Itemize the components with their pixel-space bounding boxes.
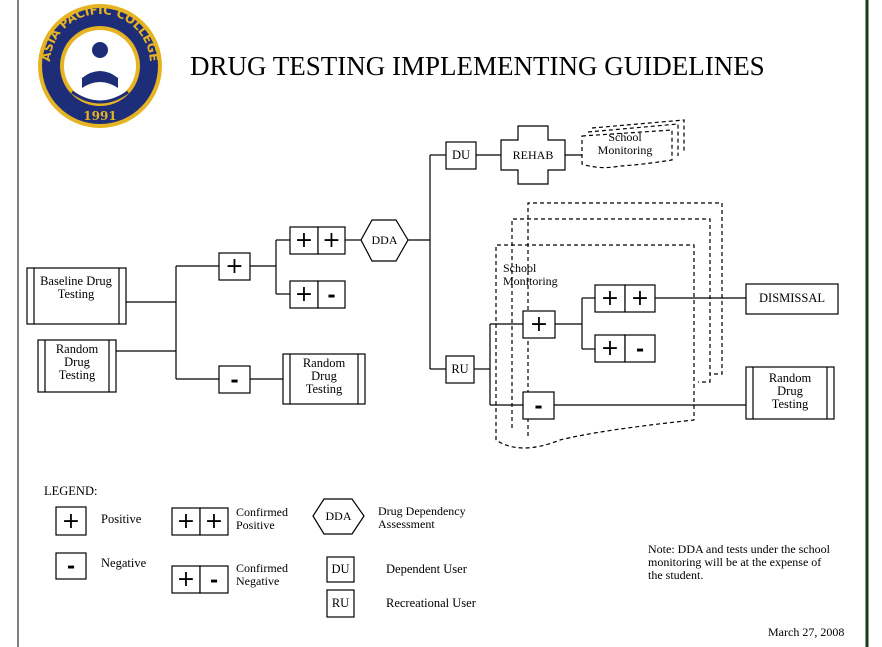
confirmed-negative-plus-sign: +: [294, 282, 314, 307]
legend-du-box-label: DU: [331, 562, 350, 576]
college-seal: ASIA PACIFIC COLLEGE 1991: [38, 3, 162, 128]
monitoring-frames: [495, 119, 723, 449]
ru-confirmed-negative-plus-sign: +: [600, 336, 620, 361]
legend-negative-label: Negative: [101, 556, 147, 570]
legend-positive-label: Positive: [101, 512, 142, 526]
dismissal-label: DISMISSAL: [759, 291, 825, 305]
school-monitoring-top-label: School Monitoring: [597, 130, 653, 157]
ru-label: RU: [451, 362, 469, 376]
legend-positive-sign: +: [61, 508, 81, 534]
legend-dda-hexagon: [312, 498, 365, 535]
ru-confirmed-negative-minus-sign: -: [635, 336, 645, 361]
legend-dda-box-label: DDA: [325, 509, 352, 523]
du-label: DU: [451, 148, 471, 162]
random-drug-testing-start-label: Random Drug Testing: [55, 342, 99, 382]
ru-confirmed-positive-sign-1: +: [600, 286, 620, 311]
legend-du-label: Dependent User: [386, 562, 467, 576]
dda-hexagon: [360, 219, 409, 262]
process-boxes: [26, 141, 839, 618]
ru-positive-sign: +: [529, 312, 549, 337]
legend-confirmed-negative-plus-sign: +: [176, 567, 196, 592]
school-monitoring-label: School Monitoring: [503, 261, 558, 288]
page-title: DRUG TESTING IMPLEMENTING GUIDELINES: [190, 51, 765, 81]
svg-text:1991: 1991: [83, 109, 116, 123]
baseline-drug-testing-label: Baseline Drug Testing: [40, 274, 112, 301]
expense-note: Note: DDA and tests under the school mon…: [648, 542, 830, 582]
legend-ru-label: Recreational User: [386, 596, 476, 610]
random-drug-testing-negative-label: Random Drug Testing: [302, 356, 346, 396]
legend-dda-label: Drug Dependency Assessment: [378, 504, 466, 531]
confirmed-negative-minus-sign: -: [327, 282, 336, 307]
legend-ru-box-label: RU: [331, 596, 350, 610]
legend-heading: LEGEND:: [44, 484, 98, 498]
rehab-label: REHAB: [512, 148, 554, 162]
positive-sign: +: [225, 254, 244, 279]
random-drug-testing-final-label: Random Drug Testing: [768, 371, 812, 411]
dda-label: DDA: [371, 233, 398, 247]
rehab-cross: [500, 125, 566, 185]
sign-boxes: [55, 226, 656, 594]
legend-negative-sign: -: [66, 554, 76, 578]
legend-confirmed-positive-label: Confirmed Positive: [236, 505, 288, 532]
confirmed-positive-sign-2: +: [322, 228, 341, 253]
ru-negative-sign: -: [534, 393, 543, 418]
confirmed-positive-sign-1: +: [294, 228, 314, 253]
legend-confirmed-positive-sign-1: +: [176, 509, 196, 534]
legend-confirmed-negative-label: Confirmed Negative: [236, 561, 288, 588]
ru-confirmed-positive-sign-2: +: [630, 286, 650, 311]
connectors: [116, 154, 746, 406]
date-label: March 27, 2008: [768, 625, 845, 639]
legend-confirmed-negative-minus-sign: -: [209, 567, 219, 592]
legend-confirmed-positive-sign-2: +: [204, 509, 224, 534]
negative-sign: -: [230, 367, 239, 392]
